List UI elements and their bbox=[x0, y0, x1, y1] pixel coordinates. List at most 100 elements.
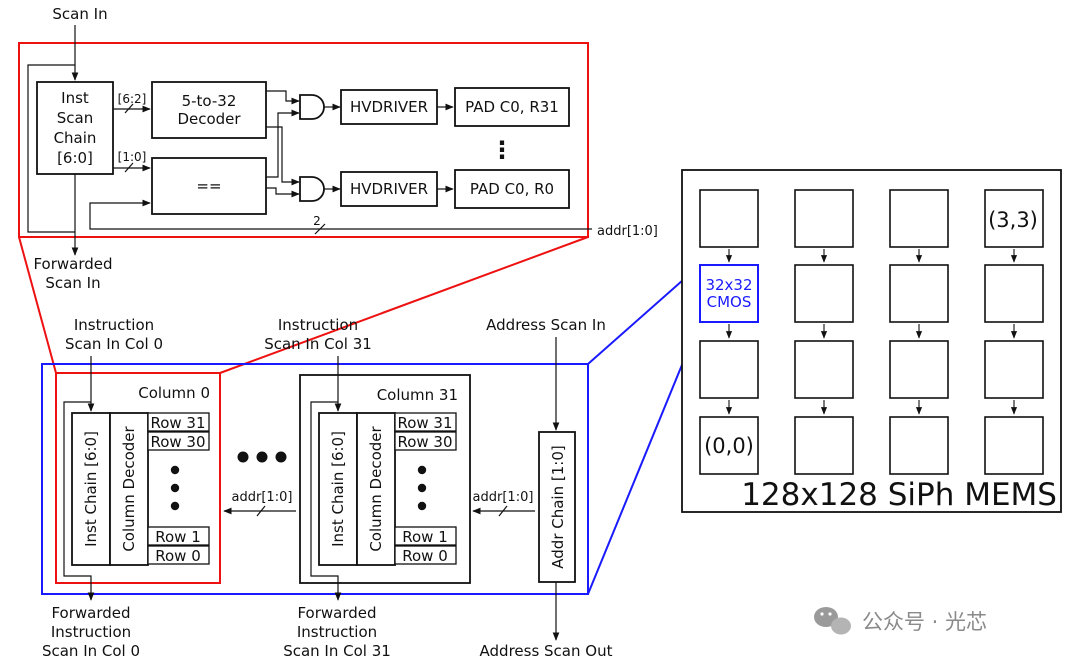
watermark-text: 公众号 · 光芯 bbox=[862, 610, 987, 634]
mems-cell bbox=[984, 416, 1044, 475]
forwarded-scan-in-line-2: Scan In bbox=[45, 274, 100, 292]
instr-col31-in-line-1: Instruction bbox=[278, 316, 358, 334]
inst-chain-line-3: Chain bbox=[54, 129, 97, 147]
inst-chain-line-2: Scan bbox=[57, 109, 93, 127]
hvdriver-top-label: HVDRIVER bbox=[350, 98, 428, 116]
addr-bus-top-label: addr[1:0] bbox=[597, 224, 658, 239]
column0-box bbox=[55, 372, 221, 584]
hvdriver-bottom-label: HVDRIVER bbox=[350, 180, 428, 198]
columns-dot-2 bbox=[256, 451, 268, 463]
addr-bus-mid-label: addr[1:0] bbox=[232, 490, 293, 505]
mems-cell bbox=[984, 264, 1044, 323]
pad-vertical-ellipsis: ⋮ bbox=[490, 136, 514, 164]
column0-decoder-box bbox=[109, 412, 149, 566]
column31-dot-2 bbox=[417, 483, 427, 493]
column31-inst-chain-box bbox=[318, 412, 358, 566]
mems-title: 128x128 SiPh MEMS bbox=[741, 477, 1057, 513]
addr-scan-out-label: Address Scan Out bbox=[480, 642, 613, 660]
cmos-block-frame bbox=[41, 363, 589, 595]
fwd-col0-line-3: Scan In Col 0 bbox=[42, 642, 140, 660]
columns-dot-1 bbox=[237, 451, 249, 463]
mems-cell bbox=[699, 189, 759, 248]
column0-inst-chain-label: Inst Chain [6:0] bbox=[82, 431, 100, 547]
column0-title: Column 0 bbox=[138, 384, 210, 402]
mems-cell bbox=[794, 416, 854, 475]
cmos-label-line-1: 32x32 bbox=[705, 276, 752, 294]
instr-col0-in-line-1: Instruction bbox=[74, 316, 154, 334]
column0-row1-label: Row 1 bbox=[155, 528, 201, 546]
inst-chain-line-4: [6:0] bbox=[57, 149, 93, 167]
column31-row0 bbox=[394, 545, 457, 565]
mems-cell bbox=[794, 340, 854, 399]
instr-col31-in-line-2: Scan In Col 31 bbox=[264, 335, 372, 353]
addr-chain-label: Addr Chain [1:0] bbox=[549, 445, 567, 568]
bus-lo-label: [1:0] bbox=[118, 150, 147, 164]
column0-decoder-label: Column Decoder bbox=[120, 426, 138, 552]
forwarded-scan-in-line-1: Forwarded bbox=[33, 255, 112, 273]
column31-row1-label: Row 1 bbox=[402, 528, 448, 546]
and-gate-bottom-icon bbox=[299, 176, 325, 202]
pad-bottom-label: PAD C0, R0 bbox=[470, 180, 554, 198]
column31-row31-label: Row 31 bbox=[397, 414, 452, 432]
mems-cell bbox=[889, 264, 949, 323]
scan-in-label: Scan In bbox=[52, 5, 107, 23]
column0-row31 bbox=[147, 412, 210, 432]
column31-row30 bbox=[394, 431, 457, 451]
column0-row31-label: Row 31 bbox=[150, 414, 205, 432]
column31-title: Column 31 bbox=[377, 386, 458, 404]
mems-cell bbox=[889, 189, 949, 248]
column0-row0 bbox=[147, 545, 210, 565]
mems-cell bbox=[699, 416, 759, 475]
column31-row30-label: Row 30 bbox=[397, 433, 452, 451]
cmos-block-panel: Instruction Scan In Col 0 Instruction Sc… bbox=[41, 316, 613, 660]
column0-row0-label: Row 0 bbox=[155, 547, 201, 565]
column31-row1 bbox=[394, 526, 457, 546]
wechat-icon bbox=[814, 607, 851, 635]
fwd-col0-line-2: Instruction bbox=[51, 623, 131, 641]
column31-row31 bbox=[394, 412, 457, 432]
top-detail-panel: Scan In Inst Scan Chain [6:0] [6:2] [1:0… bbox=[18, 5, 658, 292]
mems-cell bbox=[794, 264, 854, 323]
column0-row30-label: Row 30 bbox=[150, 433, 205, 451]
mems-cell bbox=[889, 416, 949, 475]
cmos-label-line-2: CMOS bbox=[707, 293, 752, 311]
mems-grid bbox=[699, 189, 1044, 475]
column31-row0-label: Row 0 bbox=[402, 547, 448, 565]
pad-top-label: PAD C0, R31 bbox=[465, 98, 559, 116]
decoder-line-1: 5-to-32 bbox=[182, 92, 237, 110]
decoder-box bbox=[151, 81, 267, 139]
comparator-box bbox=[151, 157, 267, 215]
column0-dot-1 bbox=[170, 465, 180, 475]
fwd-col0-line-1: Forwarded bbox=[51, 604, 130, 622]
column31-dot-3 bbox=[417, 501, 427, 511]
mems-panel: 32x32 CMOS (3,3) (0,0) 128x128 SiPh MEMS bbox=[681, 169, 1062, 513]
column0-inst-chain-box bbox=[71, 412, 111, 566]
fwd-col31-line-3: Scan In Col 31 bbox=[283, 642, 391, 660]
inst-scan-chain-box bbox=[36, 81, 114, 175]
zoom-line-red-left bbox=[18, 236, 57, 374]
mems-cell bbox=[889, 340, 949, 399]
top-detail-frame bbox=[18, 42, 589, 238]
fwd-col31-line-1: Forwarded bbox=[297, 604, 376, 622]
column31-dot-1 bbox=[417, 465, 427, 475]
column0-row1 bbox=[147, 526, 210, 546]
and-gate-top-icon bbox=[299, 94, 325, 120]
pad-top-box bbox=[454, 87, 570, 127]
fwd-col31-line-2: Instruction bbox=[297, 623, 377, 641]
mems-cell bbox=[699, 340, 759, 399]
decoder-line-2: Decoder bbox=[177, 110, 241, 128]
pad-bottom-box bbox=[454, 169, 570, 209]
mems-cell bbox=[984, 340, 1044, 399]
mems-cell bbox=[794, 189, 854, 248]
column31-decoder-box bbox=[356, 412, 396, 566]
watermark: 公众号 · 光芯 bbox=[814, 607, 987, 635]
instr-col0-in-line-2: Scan In Col 0 bbox=[65, 335, 163, 353]
mems-cell bbox=[984, 189, 1044, 248]
column31-decoder-label: Column Decoder bbox=[367, 426, 385, 552]
hvdriver-top-box bbox=[340, 89, 438, 125]
column0-dot-2 bbox=[170, 483, 180, 493]
columns-dot-3 bbox=[275, 451, 287, 463]
addr-scan-in-label: Address Scan In bbox=[486, 316, 606, 334]
